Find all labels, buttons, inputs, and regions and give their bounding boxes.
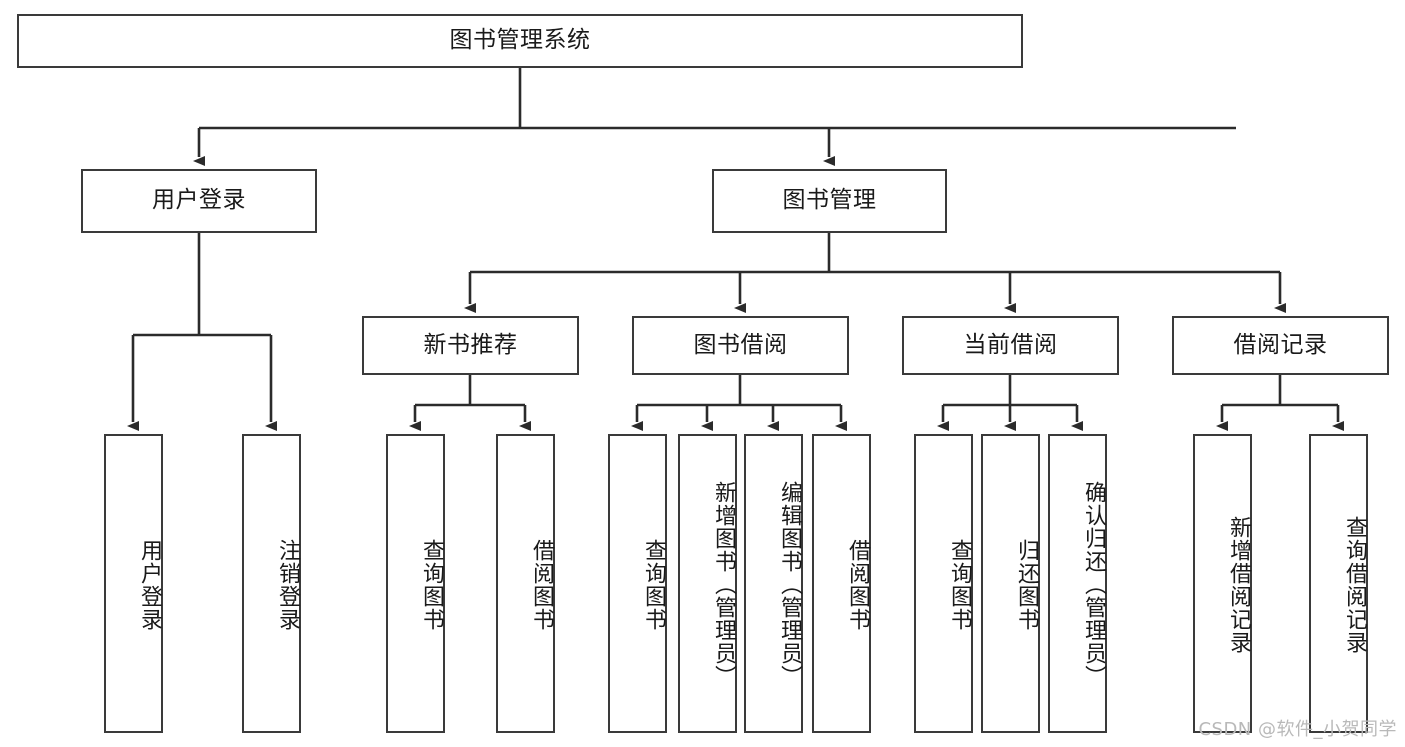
- node-label: 图书管理: [782, 187, 877, 214]
- node-label: 新增图书（管理员）: [711, 481, 736, 688]
- leaf-edit-book-admin[interactable]: 编辑图书（管理员）: [744, 434, 803, 733]
- node-label: 用户登录: [137, 538, 162, 631]
- node-label: 借阅记录: [1233, 331, 1328, 358]
- leaf-query-book-borrow[interactable]: 查询图书: [608, 434, 667, 733]
- leaf-return-book[interactable]: 归还图书: [981, 434, 1040, 733]
- node-book-borrow[interactable]: 图书借阅: [632, 316, 849, 375]
- node-root-book-management-system[interactable]: 图书管理系统: [17, 14, 1023, 68]
- leaf-add-book-admin[interactable]: 新增图书（管理员）: [678, 434, 737, 733]
- node-label: 查询图书: [419, 538, 444, 631]
- node-book-manage[interactable]: 图书管理: [712, 169, 947, 233]
- node-current-borrow[interactable]: 当前借阅: [902, 316, 1119, 375]
- leaf-query-book-current[interactable]: 查询图书: [914, 434, 973, 733]
- node-label: 查询图书: [947, 538, 972, 631]
- leaf-query-book-new-recommend[interactable]: 查询图书: [386, 434, 445, 733]
- node-label: 新增借阅记录: [1226, 515, 1251, 654]
- leaf-borrow-book[interactable]: 借阅图书: [812, 434, 871, 733]
- leaf-logout-login[interactable]: 注销登录: [242, 434, 301, 733]
- node-label: 图书管理系统: [449, 27, 591, 54]
- node-new-book-recommend[interactable]: 新书推荐: [362, 316, 579, 375]
- watermark-text: CSDN @软件_小贺同学: [1198, 719, 1397, 740]
- node-label: 注销登录: [275, 538, 300, 631]
- node-user-login[interactable]: 用户登录: [81, 169, 317, 233]
- node-label: 查询图书: [641, 538, 666, 631]
- node-label: 图书借阅: [693, 331, 788, 358]
- node-label: 借阅图书: [845, 538, 870, 631]
- node-label: 编辑图书（管理员）: [777, 481, 802, 688]
- node-label: 新书推荐: [423, 331, 518, 358]
- leaf-add-borrow-record[interactable]: 新增借阅记录: [1193, 434, 1252, 733]
- leaf-query-borrow-record[interactable]: 查询借阅记录: [1309, 434, 1368, 733]
- node-label: 当前借阅: [963, 331, 1058, 358]
- node-label: 确认归还（管理员）: [1081, 481, 1106, 688]
- leaf-user-login[interactable]: 用户登录: [104, 434, 163, 733]
- node-label: 归还图书: [1014, 538, 1039, 631]
- node-label: 查询借阅记录: [1342, 515, 1367, 654]
- node-label: 用户登录: [152, 187, 246, 214]
- node-label: 借阅图书: [529, 538, 554, 631]
- leaf-borrow-book-new-recommend[interactable]: 借阅图书: [496, 434, 555, 733]
- node-borrow-record[interactable]: 借阅记录: [1172, 316, 1389, 375]
- leaf-confirm-return-admin[interactable]: 确认归还（管理员）: [1048, 434, 1107, 733]
